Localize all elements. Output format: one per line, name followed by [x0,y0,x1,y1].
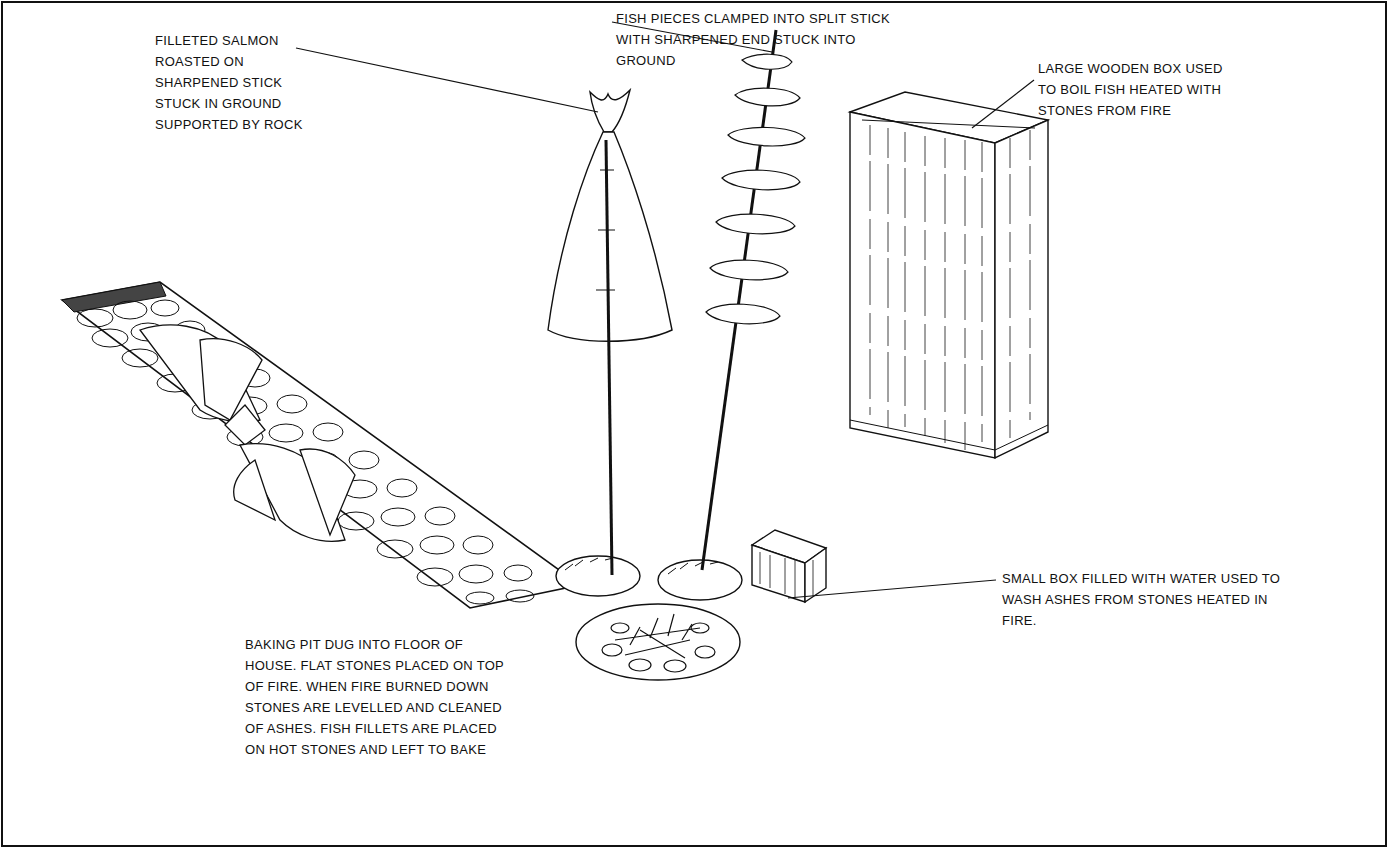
leader-lines [296,22,1034,598]
split-stick [702,30,805,570]
small-box [752,530,826,602]
baking-pit [62,282,580,608]
note-label: LARGE WOODEN BOX USED TO BOIL FISH HEATE… [1038,58,1243,121]
note-label: SMALL BOX FILLED WITH WATER USED TO WASH… [1002,568,1302,631]
salmon-on-stick [548,90,672,575]
large-wooden-box [850,92,1048,458]
note-label: FILLETED SALMON ROASTED ON SHARPENED STI… [155,30,330,135]
note-label: FISH PIECES CLAMPED INTO SPLIT STICK WIT… [616,8,901,71]
fire-and-rocks [556,556,742,680]
note-label: BAKING PIT DUG INTO FLOOR OF HOUSE. FLAT… [245,634,505,760]
